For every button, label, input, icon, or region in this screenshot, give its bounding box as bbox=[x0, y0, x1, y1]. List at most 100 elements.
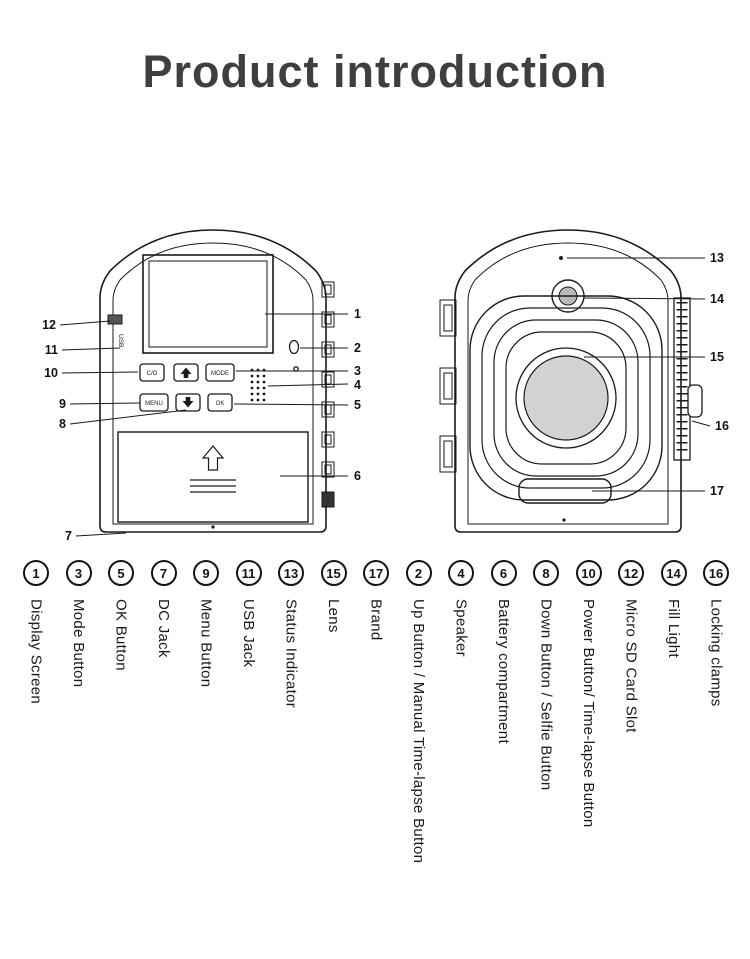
usb-jack-label: USB bbox=[117, 334, 124, 347]
legend-item-lens: 15 Lens bbox=[320, 560, 348, 944]
legend-item-power-button: 10 Power Button/ Time-lapse Button bbox=[575, 560, 603, 944]
legend-item-menu-button: 9 Menu Button bbox=[192, 560, 220, 944]
battery-arrow-icon bbox=[201, 445, 225, 471]
legend-item-fill-light: 14 Fill Light bbox=[660, 560, 688, 944]
callout-number-9: 9 bbox=[59, 397, 66, 411]
callout-number-17: 17 bbox=[710, 484, 724, 498]
page-title: Product introduction bbox=[142, 46, 608, 97]
legend-label: Down Button / Selfie Button bbox=[537, 599, 555, 791]
callout-number-12: 12 bbox=[42, 318, 56, 332]
legend-label: Locking clamps bbox=[707, 599, 725, 707]
legend-number-badge: 11 bbox=[235, 560, 262, 586]
up-button bbox=[173, 363, 199, 382]
legend-item-speaker: 4 Speaker bbox=[447, 560, 475, 944]
power-button: C/O bbox=[139, 363, 165, 382]
callout-number-16: 16 bbox=[715, 419, 729, 433]
legend-item-brand: 17 Brand bbox=[362, 560, 390, 944]
legend-item-locking-clamps: 16 Locking clamps bbox=[702, 560, 730, 944]
battery-grip-lines bbox=[190, 479, 236, 493]
legend-label: Speaker bbox=[452, 599, 470, 657]
latch-detail bbox=[288, 339, 300, 355]
legend-item-ok-button: 5 OK Button bbox=[107, 560, 135, 944]
legend-label: Brand bbox=[367, 599, 385, 641]
callout-number-8: 8 bbox=[59, 417, 66, 431]
legend-label: Lens bbox=[325, 599, 342, 633]
mode-button-label: MODE bbox=[211, 371, 229, 377]
camera-interior-diagram: C/O MODE MENU OK bbox=[99, 229, 335, 533]
callout-number-14: 14 bbox=[710, 292, 724, 306]
legend-number-badge: 14 bbox=[660, 560, 687, 586]
legend-item-down-button: 8 Down Button / Selfie Button bbox=[532, 560, 560, 944]
legend-label: Menu Button bbox=[197, 599, 215, 688]
legend-label: Status Indicator bbox=[282, 599, 300, 709]
legend-label: Battery compartment bbox=[495, 599, 512, 744]
legend-number-badge: 9 bbox=[193, 560, 219, 586]
legend-label: Display Screen bbox=[27, 599, 45, 705]
legend-number-badge: 8 bbox=[533, 560, 559, 586]
legend-item-battery-compartment: 6 Battery compartment bbox=[490, 560, 518, 944]
legend-label: Up Button / Manual Time-lapse Button bbox=[410, 599, 427, 864]
legend-number-badge: 1 bbox=[23, 560, 49, 586]
legend-item-mode-button: 3 Mode Button bbox=[65, 560, 93, 944]
callout-number-5: 5 bbox=[354, 398, 361, 412]
legend-label: DC Jack bbox=[155, 599, 172, 658]
camera-front-diagram bbox=[439, 229, 703, 533]
front-bottom-screw bbox=[562, 518, 566, 522]
legend-number-badge: 10 bbox=[575, 560, 602, 586]
ok-button: OK bbox=[207, 393, 233, 412]
lens bbox=[469, 295, 663, 501]
bottom-screw bbox=[211, 525, 215, 529]
hinges bbox=[439, 299, 457, 473]
callout-number-10: 10 bbox=[44, 366, 58, 380]
legend-label: USB Jack bbox=[240, 599, 257, 668]
sd-card-slot bbox=[107, 314, 123, 325]
camera-body-outline bbox=[99, 229, 327, 533]
legend-number-badge: 3 bbox=[65, 560, 92, 586]
down-arrow-icon bbox=[182, 397, 194, 408]
callout-number-4: 4 bbox=[354, 378, 361, 392]
legend-number-badge: 4 bbox=[448, 560, 474, 586]
legend-number-badge: 16 bbox=[703, 560, 729, 586]
locking-clamps bbox=[673, 297, 703, 461]
legend-number-badge: 2 bbox=[405, 560, 432, 586]
display-screen bbox=[142, 254, 274, 354]
callout-number-3: 3 bbox=[354, 364, 361, 378]
camera-front-inner-rim bbox=[467, 242, 669, 525]
legend-label: Power Button/ Time-lapse Button bbox=[580, 599, 597, 828]
callout-number-2: 2 bbox=[354, 341, 361, 355]
up-arrow-icon bbox=[180, 367, 192, 378]
legend-number-badge: 12 bbox=[618, 560, 644, 586]
callout-number-7: 7 bbox=[65, 529, 72, 543]
callout-number-13: 13 bbox=[710, 251, 724, 265]
legend-number-badge: 7 bbox=[150, 560, 177, 586]
legend-item-usb-jack: 11 USB Jack bbox=[235, 560, 263, 944]
legend-item-up-button: 2 Up Button / Manual Time-lapse Button bbox=[405, 560, 433, 944]
callout-lines bbox=[59, 257, 711, 537]
callout-number-11: 11 bbox=[45, 343, 58, 357]
legend-number-badge: 5 bbox=[108, 560, 134, 586]
camera-body-inner-rim bbox=[112, 242, 314, 525]
legend-number-badge: 13 bbox=[278, 560, 304, 586]
legend-item-micro-sd-slot: 12 Micro SD Card Slot bbox=[617, 560, 645, 944]
legend-label: Micro SD Card Slot bbox=[622, 599, 640, 733]
battery-compartment bbox=[117, 431, 309, 523]
menu-button: MENU bbox=[139, 393, 169, 412]
legend-label: Mode Button bbox=[70, 599, 87, 688]
legend-number-badge: 17 bbox=[363, 560, 389, 586]
legend: 1 Display Screen 3 Mode Button 5 OK Butt… bbox=[0, 560, 750, 944]
mode-button: MODE bbox=[205, 363, 235, 382]
speaker-icon bbox=[250, 368, 266, 402]
legend-label: Fill Light bbox=[665, 599, 682, 658]
status-indicator bbox=[559, 256, 563, 260]
callout-numbers: 1 2 3 4 5 6 7 8 9 10 11 12 13 14 15 16 1… bbox=[42, 251, 729, 543]
legend-item-display-screen: 1 Display Screen bbox=[22, 560, 50, 944]
camera-diagram: C/O MODE MENU OK bbox=[42, 229, 729, 543]
callout-number-1: 1 bbox=[354, 307, 361, 321]
legend-number-badge: 6 bbox=[490, 560, 517, 586]
camera-front-outline bbox=[454, 229, 682, 533]
side-hooks bbox=[321, 281, 335, 508]
power-button-label: C/O bbox=[147, 371, 158, 377]
callout-number-6: 6 bbox=[354, 469, 361, 483]
menu-button-label: MENU bbox=[145, 401, 163, 407]
